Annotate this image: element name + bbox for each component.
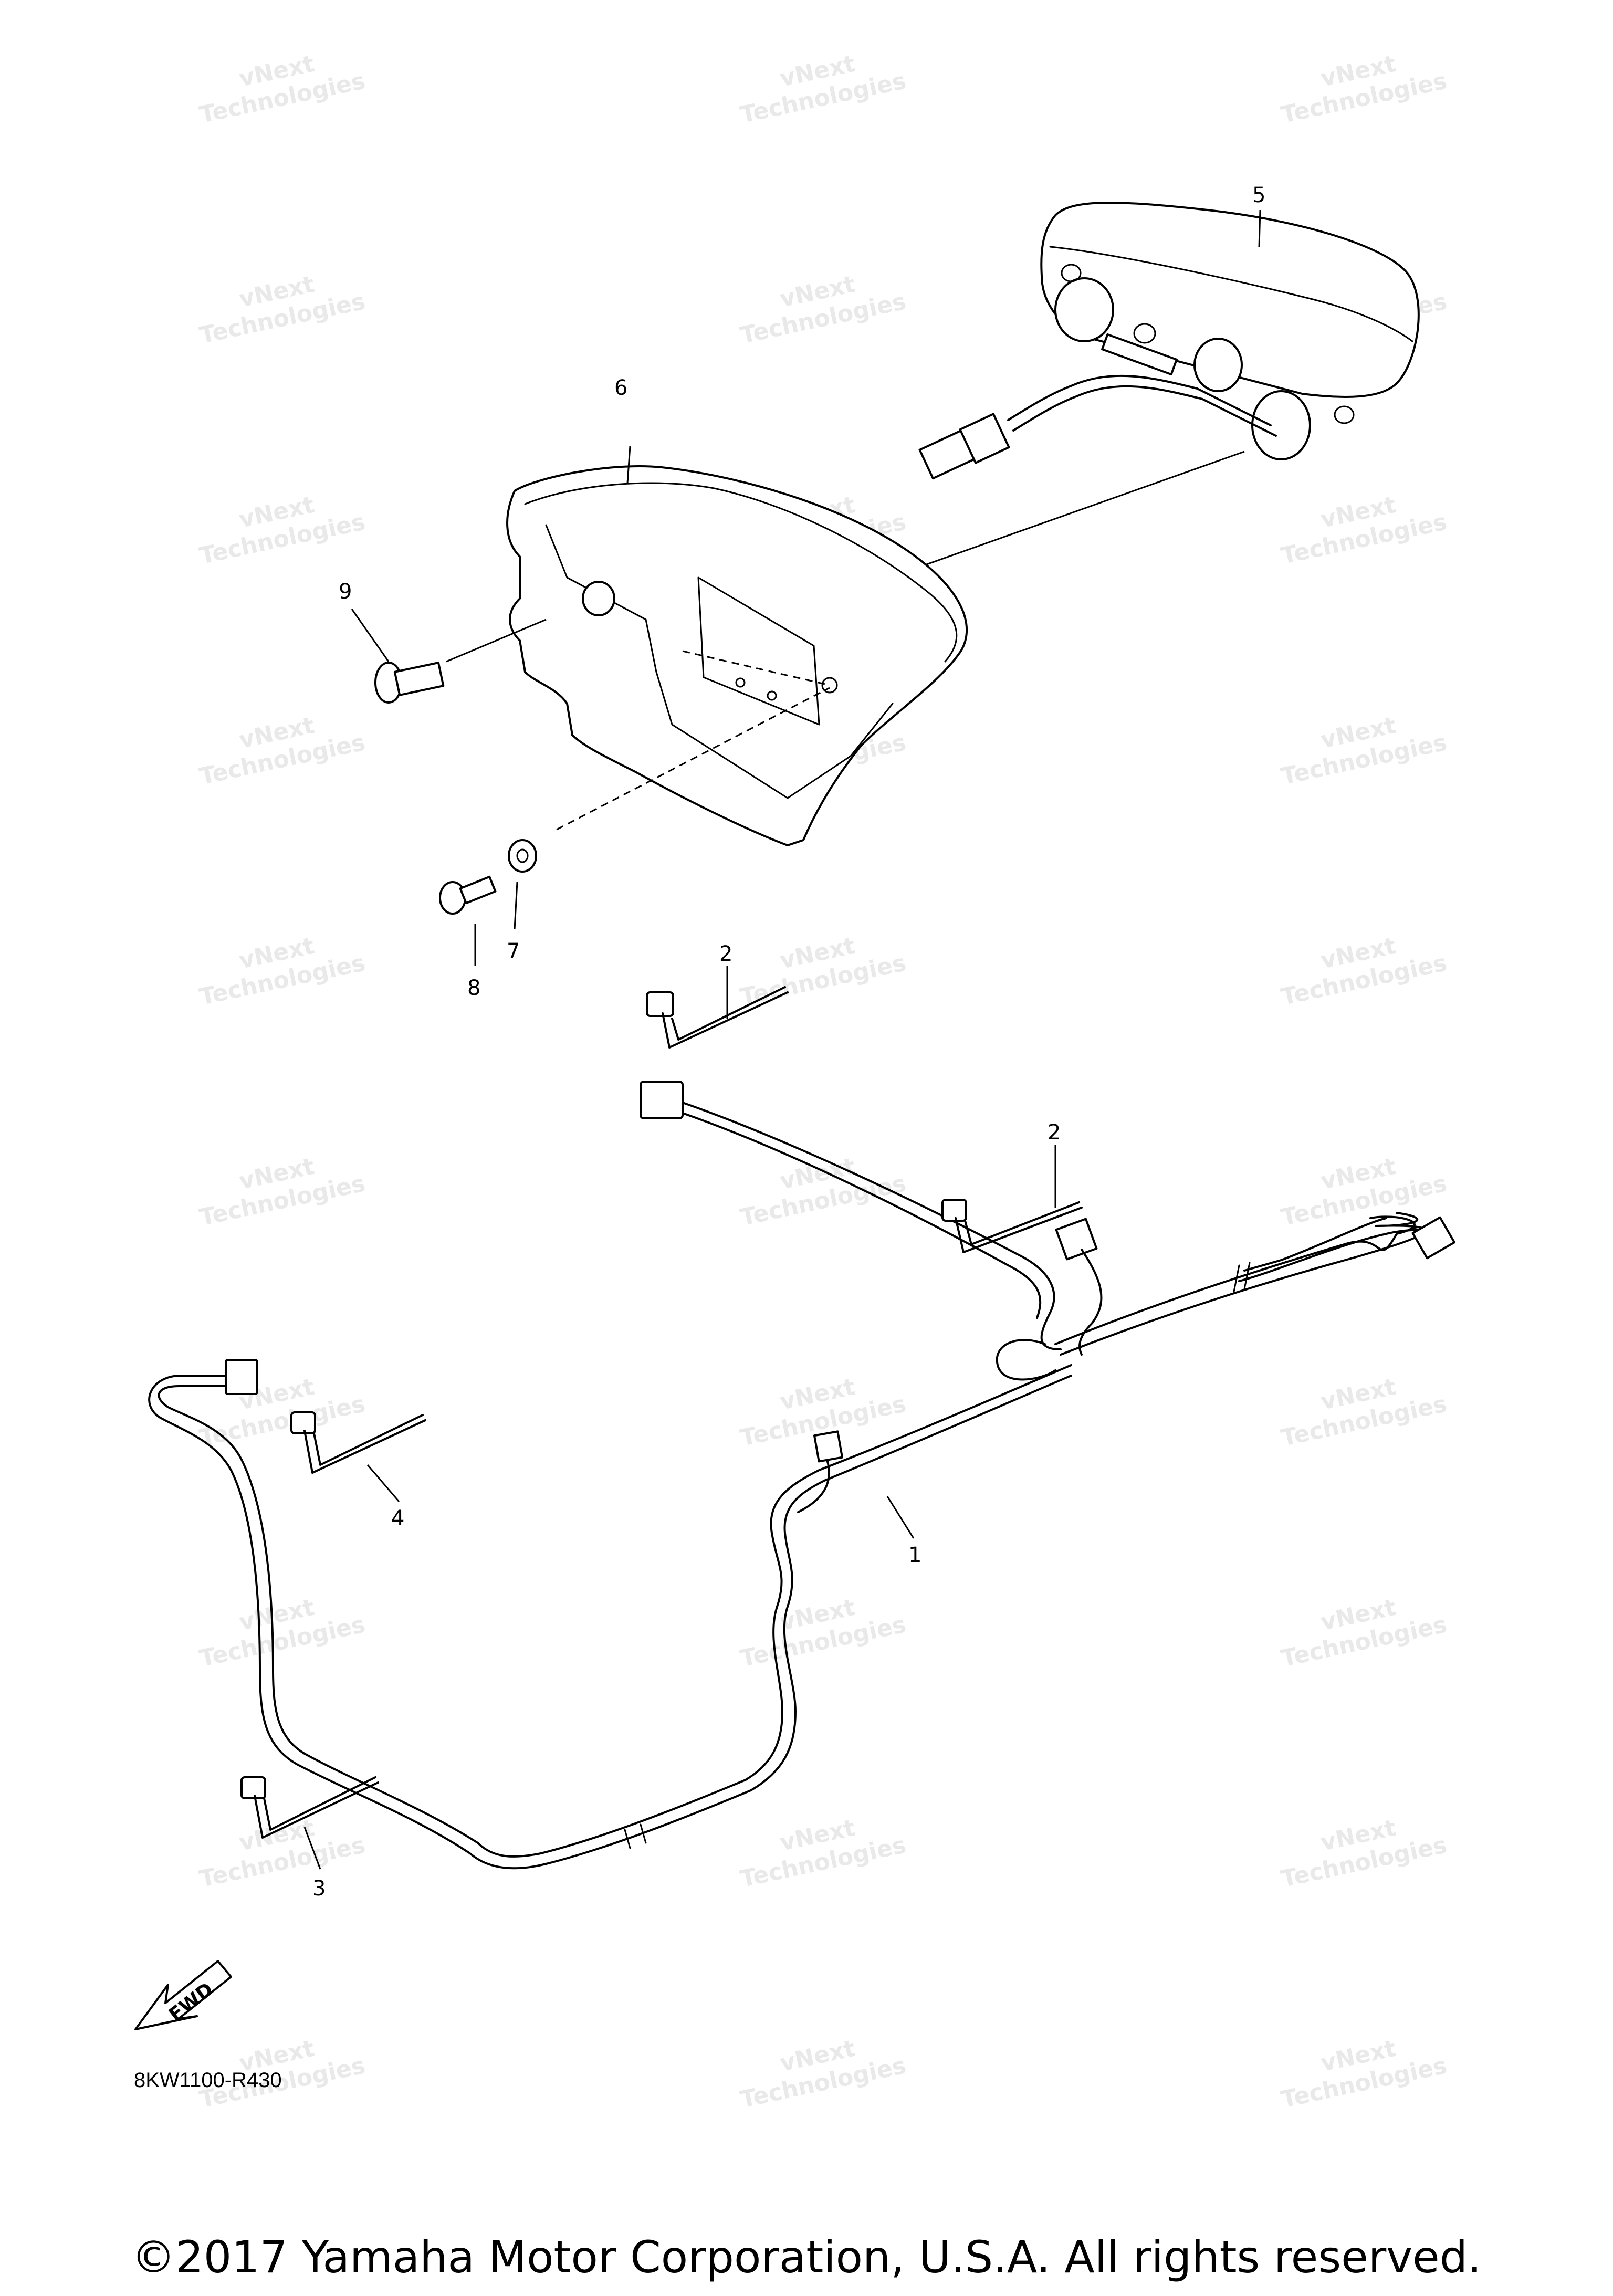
part-9-bolt: 9 — [339, 580, 547, 704]
part-5-light-unit: 5 — [682, 183, 1420, 652]
callout-3: 3 — [312, 1876, 326, 1901]
callout-6: 6 — [614, 376, 627, 400]
callout-1: 1 — [908, 1543, 921, 1567]
callout-8: 8 — [467, 976, 480, 1000]
callout-5: 5 — [1252, 183, 1265, 207]
callout-9: 9 — [339, 580, 352, 604]
part-4-band: 4 — [290, 1411, 426, 1530]
footer-copyright: ©2017 Yamaha Motor Corporation, U.S.A. A… — [131, 2231, 1482, 2283]
part-6-cover: 6 — [506, 376, 968, 846]
part-1-wire-harness: 1 — [148, 1081, 1455, 1870]
part-8-screw: 8 — [439, 875, 497, 1000]
diagram-code: 8KW1100-R430 — [134, 2069, 282, 2092]
callout-2-upper: 2 — [719, 942, 732, 966]
callout-4: 4 — [391, 1506, 404, 1530]
fwd-arrow-icon: FWD — [134, 1960, 232, 2030]
callout-7: 7 — [507, 939, 520, 963]
callout-2-lower: 2 — [1048, 1120, 1061, 1145]
part-2-band-upper: 2 — [646, 942, 789, 1049]
part-3-band: 3 — [240, 1776, 379, 1901]
part-7-washer: 7 — [507, 839, 537, 963]
part-2-band-lower: 2 — [941, 1120, 1083, 1253]
